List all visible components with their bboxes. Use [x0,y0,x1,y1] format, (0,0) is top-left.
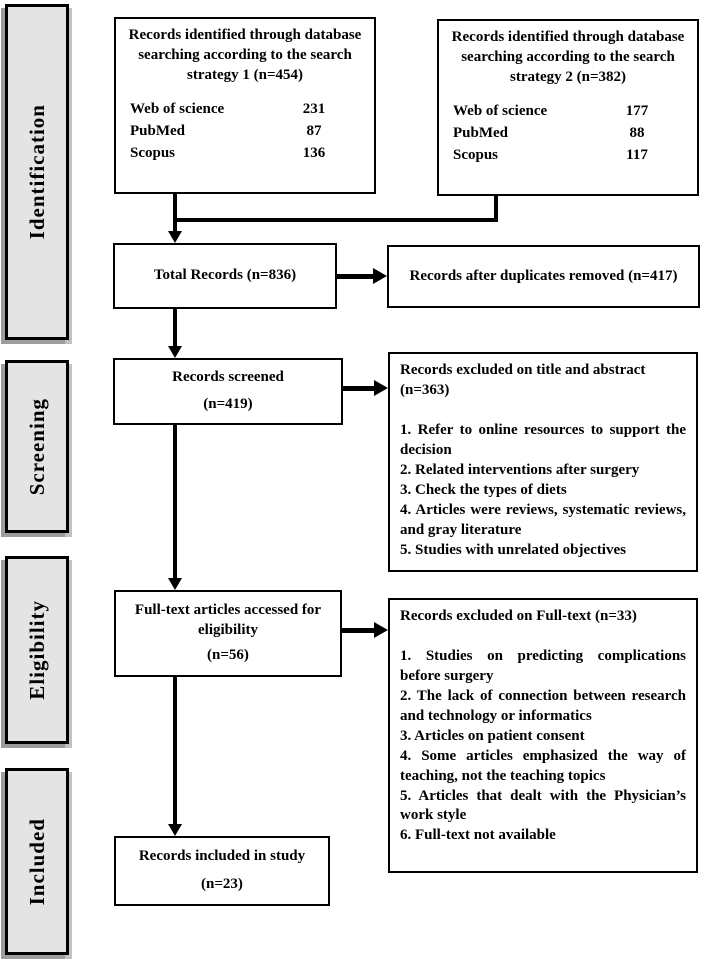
source-count: 87 [306,122,322,139]
box-duplicates-removed: Records after duplicates removed (n=417) [387,245,700,308]
box-fulltext-accessed: Full-text articles accessed for eligibil… [114,590,342,677]
arrowhead-to-total [168,231,182,243]
source-count: 117 [626,146,648,163]
box-records-included-line1: Records included in study [138,847,306,864]
spacer [400,401,686,421]
source-row: PubMed 88 [453,124,685,144]
connector-screened-to-fulltext [173,425,177,579]
box-duplicates-removed-text: Records after duplicates removed (n=417) [409,267,678,284]
box-strategy2: Records identified through database sear… [437,19,699,196]
box-strategy1: Records identified through database sear… [114,17,376,194]
box-records-screened: Records screened (n=419) [113,358,343,425]
box-total-records: Total Records (n=836) [113,243,337,309]
exclusion-reason: 1. Refer to online resources to support … [400,421,686,458]
box-strategy1-title: Records identified through database sear… [128,27,362,83]
exclusion-reason: 2. Related interventions after surgery [400,461,640,478]
box-strategy1-sources: Web of science 231 PubMed 87 Scopus 136 [116,86,374,164]
box-excluded-title-abstract: Records excluded on title and abstract (… [388,352,698,572]
source-name: Web of science [130,100,225,117]
connector-strategy1-down [173,194,177,233]
source-row: Scopus 117 [453,146,685,166]
source-count: 88 [629,124,645,141]
source-name: PubMed [453,124,509,141]
arrowhead-to-excluded-title [374,380,388,396]
stage-label: Screening [24,397,49,496]
stage-label: Included [24,817,49,906]
box-strategy2-sources: Web of science 177 PubMed 88 Scopus 117 [439,88,697,166]
exclusion-reason: 5. Studies with unrelated objectives [400,541,626,558]
arrowhead-to-fulltext [168,578,182,590]
connector-merge-horizontal [173,218,498,222]
box-strategy2-title: Records identified through database sear… [451,29,685,85]
source-row: Web of science 231 [130,100,362,120]
source-name: Scopus [453,146,499,163]
arrowhead-to-duplicates [373,268,387,284]
source-row: Scopus 136 [130,144,362,164]
exclusion-reason: 2. The lack of connection between resear… [400,687,686,724]
exclusion-reason: 1. Studies on predicting complications b… [400,647,686,684]
arrowhead-to-included [168,824,182,836]
stage-identification: Identification [5,4,69,340]
arrowhead-to-excluded-fulltext [374,622,388,638]
source-name: PubMed [130,122,186,139]
connector-total-to-screened [173,309,177,347]
source-count: 231 [302,100,326,117]
exclusion-reason: 6. Full-text not available [400,827,556,844]
box-records-included: Records included in study (n=23) [114,836,330,906]
spacer [400,627,686,647]
box-records-included-count: (n=23) [201,876,243,893]
exclusion-reason: 3. Articles on patient consent [400,727,585,744]
arrow-fulltext-to-excluded [342,628,374,633]
stage-eligibility: Eligibility [5,556,69,744]
connector-fulltext-to-included [173,677,177,825]
box-records-screened-line1: Records screened [172,368,284,385]
stage-included: Included [5,768,69,955]
box-fulltext-accessed-line1: Full-text articles accessed for eligibil… [134,602,322,638]
stage-label: Identification [24,104,49,240]
arrow-screened-to-excluded [343,386,375,391]
source-count: 177 [625,102,649,119]
exclusion-reason: 4. Some articles emphasized the way of t… [400,747,686,784]
exclusion-reason: 5. Articles that dealt with the Physicia… [400,787,686,824]
box-records-screened-count: (n=419) [203,396,253,413]
exclusion-reason: 4. Articles were reviews, systematic rev… [400,501,686,538]
arrow-total-to-duplicates [337,274,375,279]
arrowhead-to-screened [168,346,182,358]
box-excluded-fulltext: Records excluded on Full-text (n=33) 1. … [388,598,698,873]
excluded-fulltext-title: Records excluded on Full-text (n=33) [400,608,637,624]
source-name: Web of science [453,102,548,119]
box-total-records-text: Total Records (n=836) [153,267,297,284]
exclusion-reason: 3. Check the types of diets [400,481,567,498]
excluded-title-abstract-title: Records excluded on title and abstract [400,362,646,378]
connector-strategy2-down [494,196,498,222]
stage-screening: Screening [5,360,69,533]
source-row: PubMed 87 [130,122,362,142]
excluded-title-abstract-count: (n=363) [400,381,450,398]
box-fulltext-accessed-count: (n=56) [207,647,249,663]
source-row: Web of science 177 [453,102,685,122]
source-count: 136 [302,144,326,161]
stage-label: Eligibility [24,600,49,700]
source-name: Scopus [130,144,176,161]
